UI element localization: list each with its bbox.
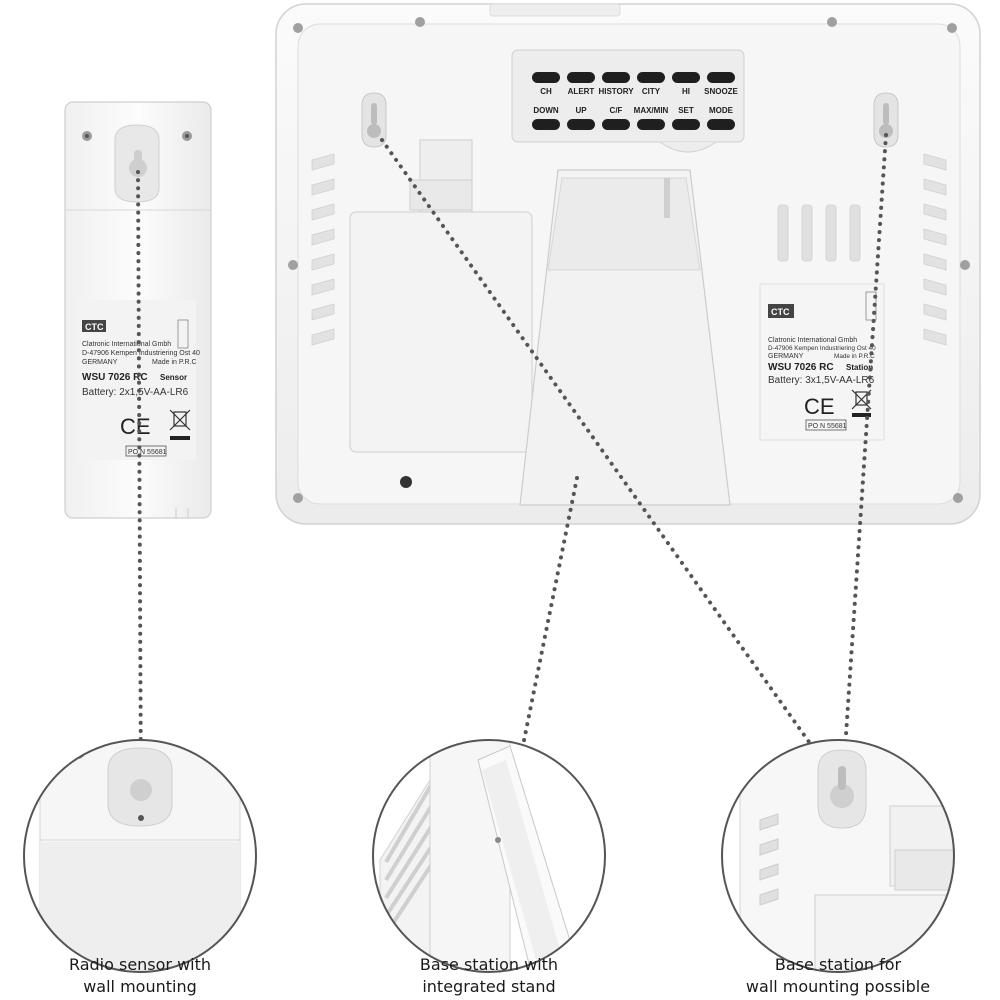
weee-bin-icon [169, 409, 191, 440]
button-label-c-f: C/F [610, 106, 623, 115]
sensor-battery: Battery: 2x1,5V-AA-LR6 [82, 387, 189, 398]
device-button-mode[interactable] [707, 119, 735, 130]
sensor-manufacturer: Clatronic International Gmbh [82, 341, 171, 348]
station-address: D-47906 Kempen Industriering Ost 40 [768, 345, 876, 352]
device-button-down[interactable] [532, 119, 560, 130]
button-label-max-min: MAX/MIN [634, 106, 669, 115]
sensor-type: Sensor [160, 373, 187, 382]
sensor-model: WSU 7026 RC [82, 372, 148, 383]
device-button-hi[interactable] [672, 72, 700, 83]
station-model: WSU 7026 RC [768, 362, 834, 373]
caption-sensor-line2: wall mounting [83, 977, 197, 996]
station-made-in: Made in P.R.C [834, 353, 875, 360]
station-type: Station [846, 363, 873, 372]
button-label-history: HISTORY [598, 87, 634, 96]
caption-sensor-line1: Radio sensor with [69, 955, 211, 974]
button-row-bottom: DOWN UP C/F MAX/MIN SET MODE [532, 106, 735, 130]
caption-wall-line1: Base station for [775, 955, 902, 974]
sensor-address: D-47906 Kempen Industriering Ost 40 [82, 350, 200, 357]
keyhole-icon [129, 159, 147, 177]
detail-integrated-stand [372, 739, 606, 973]
button-label-alert: ALERT [568, 87, 595, 96]
button-label-set: SET [678, 106, 694, 115]
sensor-made-in: Made in P.R.C [152, 359, 197, 366]
detail-sensor-wall-mount [23, 739, 257, 973]
detail-base-wall-mount [721, 739, 955, 973]
sensor-logo: CTC [85, 322, 104, 332]
button-label-city: CITY [642, 87, 661, 96]
device-button-max-min[interactable] [637, 119, 665, 130]
keyhole-icon [361, 92, 387, 148]
device-button-alert[interactable] [567, 72, 595, 83]
sensor-ce-mark: CE [120, 414, 151, 439]
station-manufacturer: Clatronic International Gmbh [768, 337, 857, 344]
device-button-c-f[interactable] [602, 119, 630, 130]
device-button-snooze[interactable] [707, 72, 735, 83]
leader-lines [136, 133, 888, 794]
caption-wall-line2: wall mounting possible [746, 977, 930, 996]
caption-stand-line1: Base station with [420, 955, 558, 974]
device-button-ch[interactable] [532, 72, 560, 83]
device-button-set[interactable] [672, 119, 700, 130]
button-label-mode: MODE [709, 106, 734, 115]
captions: Radio sensor with wall mounting Base sta… [69, 955, 930, 996]
station-logo: CTC [771, 307, 790, 317]
button-label-snooze: SNOOZE [704, 87, 738, 96]
station-ce-mark: CE [804, 394, 835, 419]
sensor-po: PO N 55681 [128, 449, 167, 456]
keyhole-icon [873, 92, 899, 148]
device-button-history[interactable] [602, 72, 630, 83]
station-po: PO N 55681 [808, 423, 847, 430]
button-label-down: DOWN [533, 106, 559, 115]
device-button-city[interactable] [637, 72, 665, 83]
station-battery: Battery: 3x1,5V-AA-LR6 [768, 375, 875, 386]
device-button-up[interactable] [567, 119, 595, 130]
button-label-ch: CH [540, 87, 552, 96]
caption-stand-line2: integrated stand [422, 977, 555, 996]
station-country: GERMANY [768, 353, 804, 360]
sensor-country: GERMANY [82, 359, 118, 366]
button-label-up: UP [575, 106, 587, 115]
button-label-hi: HI [682, 87, 690, 96]
